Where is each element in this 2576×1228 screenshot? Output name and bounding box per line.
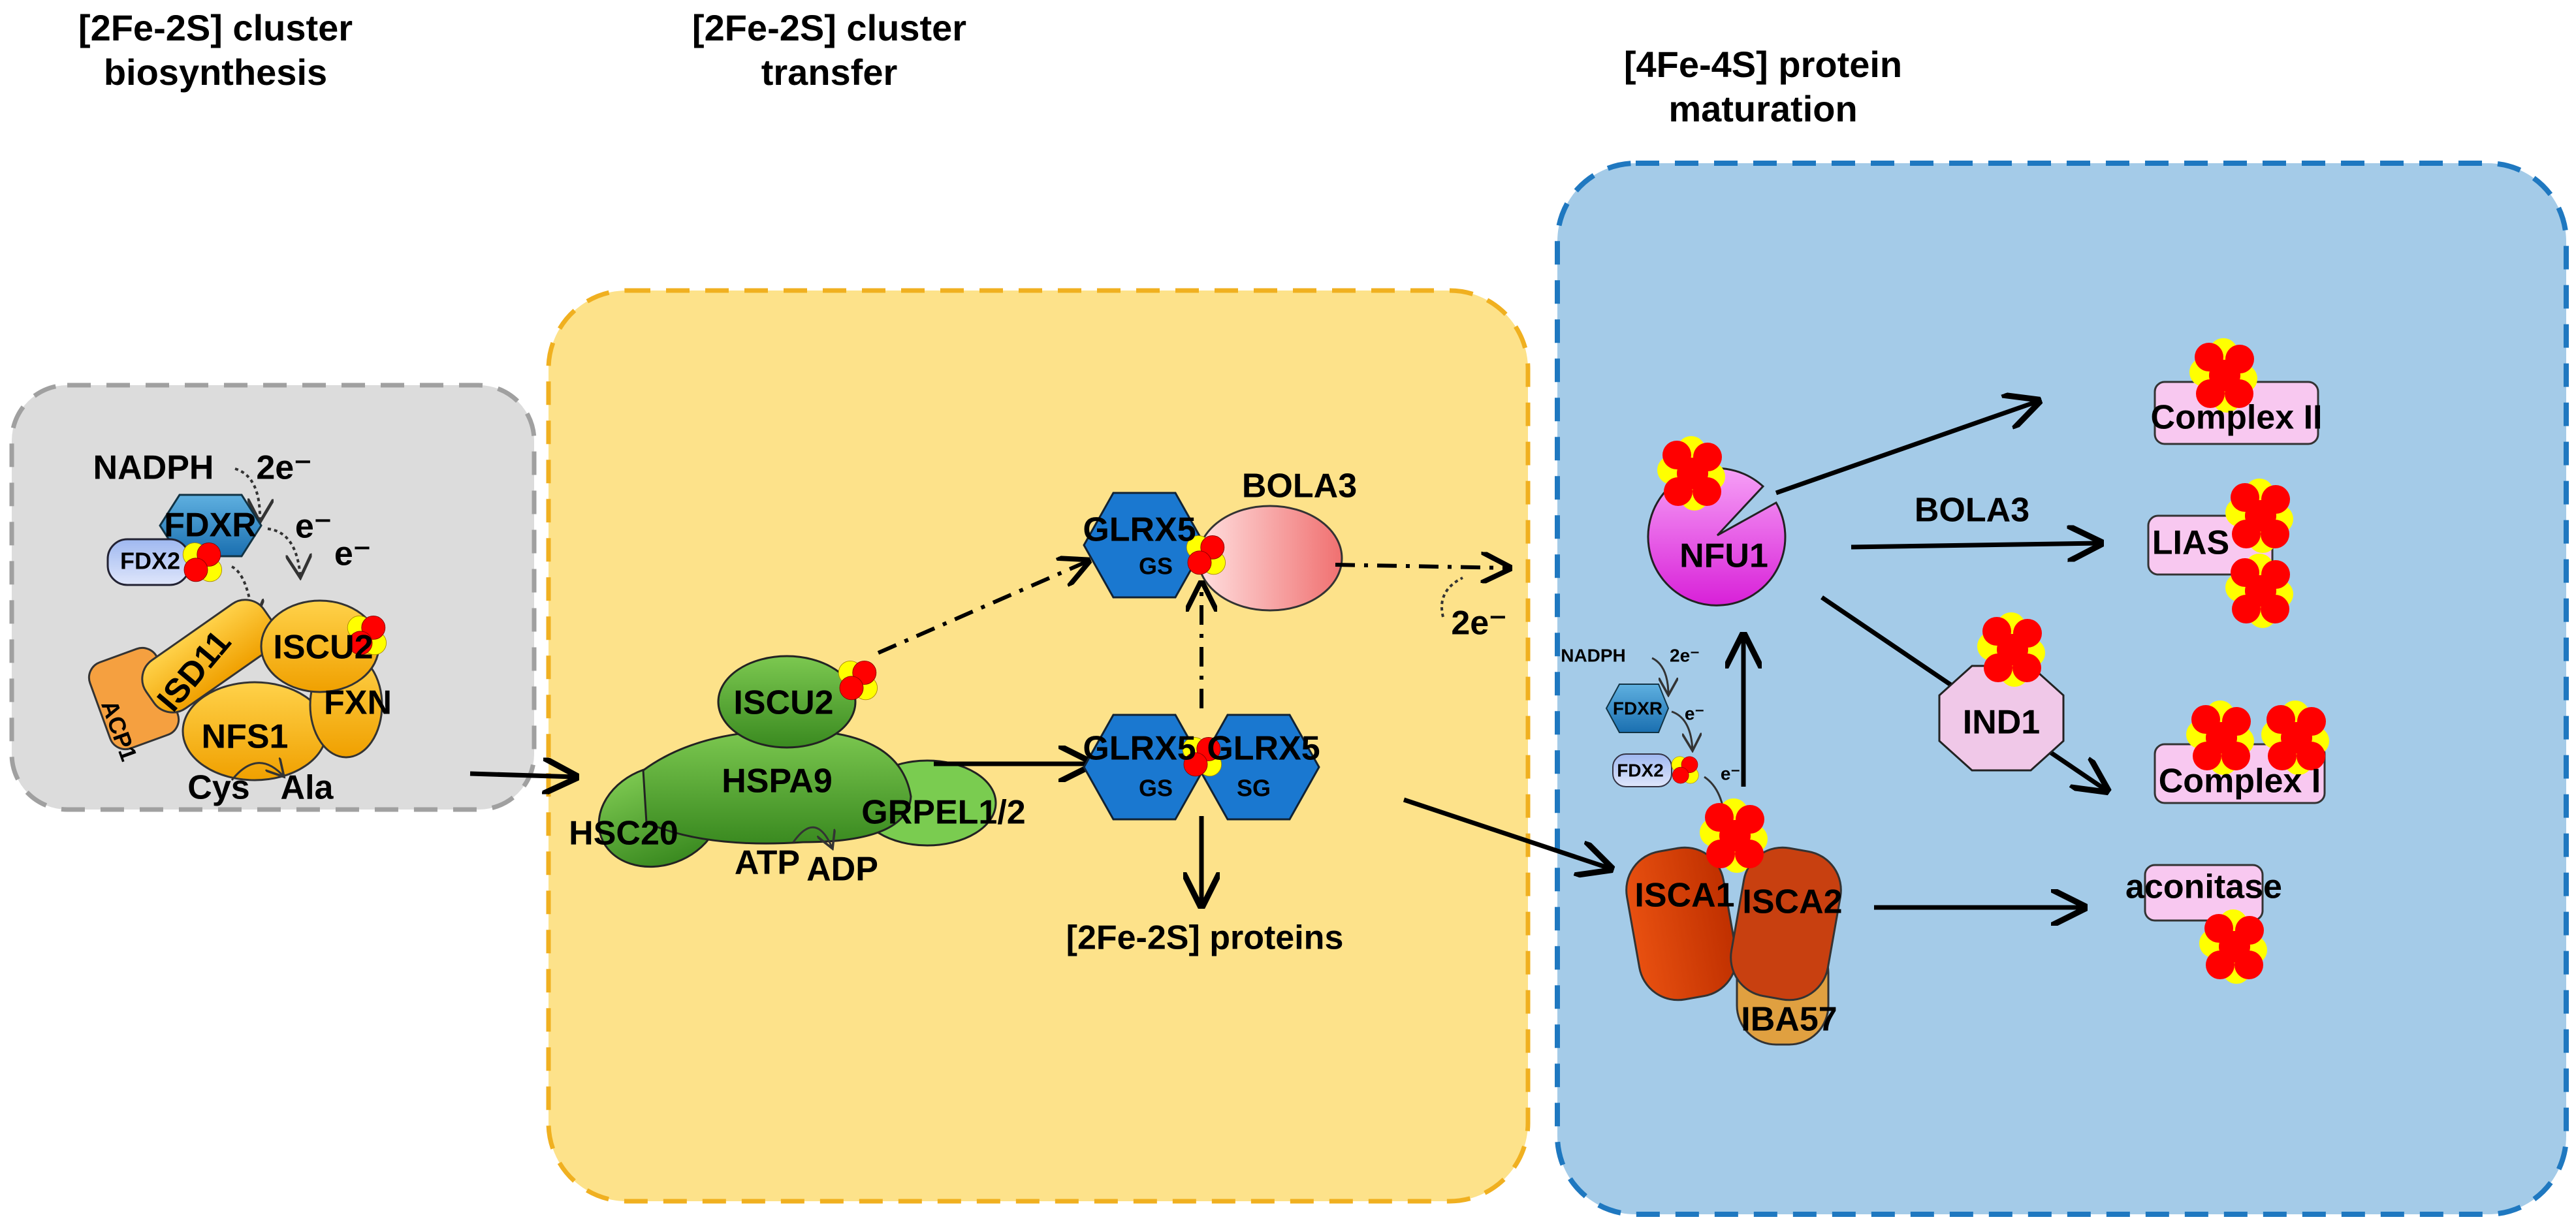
isca-complex: IBA57 ISCA1 ISCA2 [1625, 798, 1843, 1046]
nadph-label: NADPH [1561, 645, 1626, 665]
iscu2-label: ISCU2 [733, 684, 833, 722]
fe2s2-cluster [182, 542, 223, 582]
2fe2s-proteins-label: [2Fe-2S] proteins [1066, 919, 1344, 957]
title-biosynthesis: [2Fe-2S] cluster biosynthesis [78, 7, 353, 93]
isca1-protein [1625, 846, 1738, 1001]
complex-ii: Complex II [2151, 338, 2323, 445]
arrow-to-nfu1 [1335, 565, 1508, 568]
cys-label: Cys [187, 769, 249, 807]
electron-label: 2e⁻ [1670, 645, 1700, 665]
electron-arrow [267, 527, 300, 578]
glrx5-protein [1197, 714, 1320, 821]
bola3-label: BOLA3 [1242, 467, 1357, 505]
nfu1-label: NFU1 [1679, 537, 1768, 575]
fe4s4-cluster [2225, 479, 2293, 553]
nfs1-label: NFS1 [202, 718, 289, 756]
title-maturation: [4Fe-4S] protein maturation [1624, 44, 1902, 129]
isca2-label: ISCA2 [1742, 883, 1842, 921]
fdx2-protein: FDX2 [106, 538, 223, 586]
cys-to-ala-arrow [231, 763, 284, 781]
complex-ii-label: Complex II [2151, 399, 2323, 437]
fe2s2-cluster [1671, 756, 1699, 784]
arrow-to-lias [1851, 543, 2099, 547]
fe2s2-cluster [838, 660, 878, 701]
glrx5-bola3-complex: BOLA3 GLRX5 GS [1083, 467, 1357, 612]
bola3-label: BOLA3 [1915, 492, 2029, 529]
electron-label: 2e⁻ [256, 449, 311, 487]
hsc20-label: HSC20 [569, 815, 678, 853]
ind1-protein: IND1 [1938, 612, 2065, 772]
arrow-to-complex-ii [1775, 401, 2037, 496]
electron-supply-mini: NADPH 2e⁻ FDXR e⁻ FDX2 e⁻ [1561, 645, 1740, 826]
fdx2-label: FDX2 [120, 548, 180, 575]
fdxr-label: FDXR [1613, 698, 1662, 718]
electron-label: e⁻ [295, 508, 332, 546]
iba57-label: IBA57 [1741, 1001, 1837, 1039]
sg-label: SG [1237, 775, 1271, 802]
atp-label: ATP [735, 844, 800, 882]
chaperone-complex: HSC20 GRPEL1/2 HSPA9 ISCU2 ATP ADP [569, 655, 1026, 889]
fe4s4-cluster [2225, 554, 2293, 628]
fdxr-protein [1605, 684, 1670, 733]
electron-arrow [1671, 710, 1693, 751]
aconitase: aconitase [2125, 864, 2282, 984]
glrx5-label: GLRX5 [1083, 511, 1196, 549]
aconitase-label: aconitase [2125, 868, 2282, 906]
electron-label: 2e⁻ [1451, 605, 1506, 642]
arrow-to-glrx5-bola3 [877, 561, 1087, 655]
electron-label: e⁻ [1685, 703, 1704, 723]
ind1-label: IND1 [1963, 704, 2040, 742]
title-line: transfer [761, 52, 898, 93]
isc-complex: ACP1 ISD11 NFS1 FXN ISCU2 Cys Ala [87, 599, 392, 807]
complex-i-label: Complex I [2159, 763, 2321, 800]
fxn-label: FXN [324, 684, 392, 722]
lias-label: LIAS [2152, 524, 2229, 562]
fe4s4-cluster [1657, 436, 1725, 511]
glrx5-label: GLRX5 [1207, 730, 1320, 768]
isd11-protein [141, 599, 277, 714]
electron-arrow [1651, 657, 1668, 695]
electron-arrow [234, 467, 260, 522]
panel-maturation [1555, 161, 2569, 1217]
fe4s4-cluster [2199, 909, 2267, 984]
gs-label: GS [1139, 775, 1173, 802]
gs-label: GS [1139, 553, 1173, 580]
complex-i: Complex I [2154, 701, 2329, 804]
iscu2-protein [717, 655, 857, 749]
hspa9-label: HSPA9 [722, 763, 833, 800]
nadph-label: NADPH [93, 449, 214, 487]
title-line: biosynthesis [104, 52, 327, 93]
fdxr-label: FDXR [164, 507, 257, 544]
title-line: maturation [1668, 88, 1857, 129]
arrow-biosynthesis-to-transfer [469, 774, 575, 777]
lias: LIAS [2147, 479, 2293, 628]
fe4s4-cluster [1700, 798, 1768, 873]
title-line: [2Fe-2S] cluster [78, 7, 353, 48]
glrx5-label: GLRX5 [1083, 730, 1196, 768]
isca2-protein [1730, 846, 1842, 1001]
electron-label: e⁻ [334, 535, 371, 573]
nfu1-protein: NFU1 [1647, 436, 1787, 606]
arrow-to-isca [1403, 797, 1610, 868]
title-transfer: [2Fe-2S] cluster transfer [692, 7, 966, 93]
iscu2-label: ISCU2 [273, 629, 373, 667]
atp-to-adp-arrow [792, 826, 833, 849]
fdx2-label: FDX2 [1617, 760, 1664, 780]
adp-label: ADP [806, 851, 878, 889]
glrx5-dimer: GLRX5 GLRX5 GS SG [1083, 714, 1320, 821]
grpel-label: GRPEL1/2 [861, 794, 1025, 832]
fdxr-protein: FDXR [159, 494, 262, 558]
title-line: [4Fe-4S] protein [1624, 44, 1902, 85]
fe4s4-cluster [1977, 612, 2045, 687]
electron-label: e⁻ [1721, 763, 1740, 783]
title-line: [2Fe-2S] cluster [692, 7, 966, 48]
fdx2-protein [1612, 753, 1672, 787]
ala-label: Ala [281, 769, 334, 807]
isca1-label: ISCA1 [1634, 877, 1734, 915]
